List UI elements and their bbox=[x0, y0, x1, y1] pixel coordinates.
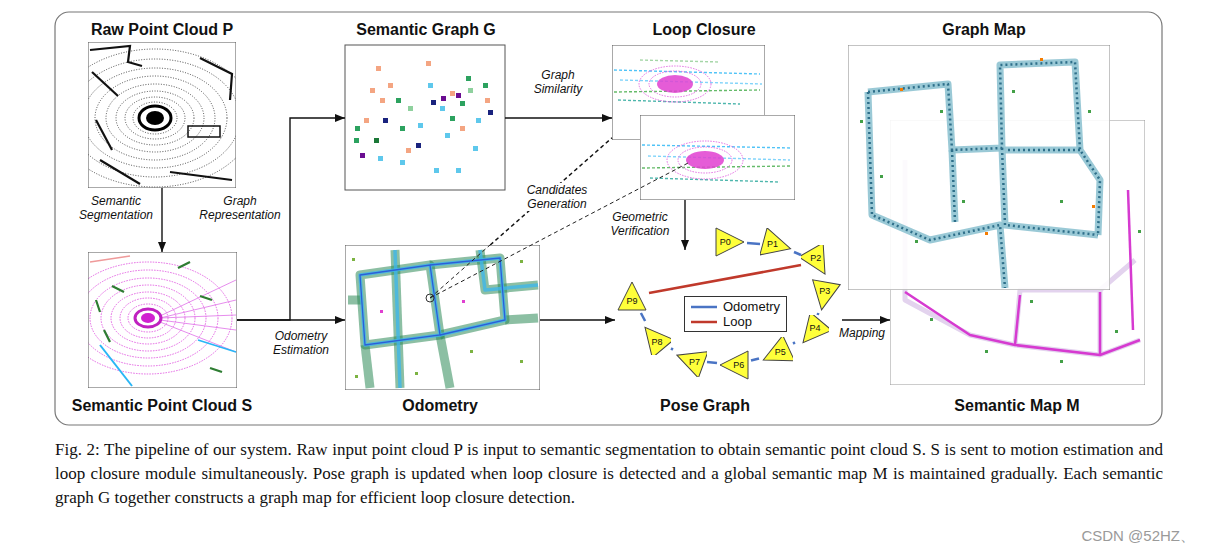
figure-caption: Fig. 2: The pipeline of our system. Raw … bbox=[55, 438, 1163, 510]
pose-label: P0 bbox=[720, 237, 731, 247]
flow-arrow bbox=[505, 117, 612, 118]
pose-label: P7 bbox=[689, 357, 700, 367]
image-panel: Semantic Map M bbox=[890, 120, 1145, 385]
flow-arrow bbox=[490, 138, 612, 245]
odometry-image bbox=[345, 245, 540, 390]
semantic-graph-image bbox=[345, 45, 505, 190]
image-panel: Raw Point Cloud P bbox=[88, 42, 236, 188]
pose-node: P1 bbox=[760, 228, 794, 262]
pose-triangle-shape bbox=[637, 321, 671, 355]
panel-title: Semantic Point Cloud S bbox=[72, 396, 252, 416]
pose-link bbox=[794, 252, 801, 255]
candidate-leader bbox=[430, 162, 690, 298]
loop-closure-image bbox=[640, 115, 795, 200]
pose-node: P4 bbox=[795, 315, 829, 349]
pose-triangle-shape bbox=[760, 228, 794, 262]
flow-arrow bbox=[842, 319, 890, 320]
raw-point-cloud-image bbox=[88, 42, 236, 188]
pose-link bbox=[649, 265, 801, 293]
legend-entry: Odometry bbox=[691, 299, 780, 314]
pose-triangle-shape bbox=[795, 315, 829, 349]
image-panel: Odometry bbox=[345, 245, 540, 390]
flow-arrow bbox=[161, 188, 162, 252]
pose-triangle-shape bbox=[673, 343, 707, 377]
edge-label: Mapping bbox=[837, 326, 887, 340]
pose-triangle-shape bbox=[716, 228, 744, 256]
pose-label: P3 bbox=[819, 286, 830, 296]
legend-entry: Loop bbox=[691, 314, 780, 329]
panel-title: Odometry bbox=[402, 396, 478, 416]
legend-line bbox=[691, 305, 717, 308]
panel-title: Semantic Map M bbox=[954, 396, 1079, 416]
edge-label: Odometry Estimation bbox=[269, 329, 333, 357]
semantic-point-cloud-image bbox=[88, 252, 237, 388]
pose-node: P6 bbox=[717, 348, 751, 382]
legend-line bbox=[691, 320, 717, 323]
pose-node: P9 bbox=[615, 279, 649, 313]
pose-triangle-shape bbox=[618, 282, 646, 310]
pose-label: P9 bbox=[626, 296, 637, 306]
flow-arrow bbox=[237, 319, 345, 320]
pose-link bbox=[671, 348, 673, 349]
pose-link bbox=[707, 362, 717, 363]
pose-link bbox=[793, 342, 795, 343]
pose-node: P0 bbox=[713, 225, 747, 259]
edge-label: Graph Similarity bbox=[527, 68, 589, 96]
pose-triangle-shape bbox=[720, 351, 748, 379]
legend-text: Loop bbox=[723, 314, 752, 329]
pose-triangle-shape bbox=[759, 337, 793, 371]
pose-link bbox=[747, 242, 760, 245]
edge-label: Candidates Generation bbox=[522, 183, 592, 211]
pose-triangle-shape bbox=[808, 280, 840, 312]
edge-label: Graph Representation bbox=[195, 194, 285, 222]
flow-arrow bbox=[684, 200, 685, 250]
pose-node: P2 bbox=[801, 245, 835, 279]
outer-frame bbox=[55, 12, 1162, 425]
pose-label: P1 bbox=[767, 239, 778, 249]
flow-arrow bbox=[540, 319, 615, 320]
pose-node: P3 bbox=[807, 279, 841, 313]
pose-node: P5 bbox=[759, 337, 793, 371]
image-panel: Loop Closure bbox=[612, 45, 795, 200]
panel-title: Semantic Graph G bbox=[356, 20, 496, 40]
legend-box: OdometryLoop bbox=[684, 296, 787, 332]
edge-label: Semantic Segmentation bbox=[76, 194, 156, 222]
pose-node: P8 bbox=[637, 321, 671, 355]
pose-link bbox=[816, 313, 819, 315]
legend-text: Odometry bbox=[723, 299, 780, 314]
pose-link bbox=[751, 359, 759, 361]
pose-label: P6 bbox=[733, 360, 744, 370]
pose-link bbox=[641, 313, 645, 321]
pose-triangle-shape bbox=[801, 245, 835, 279]
panel-title: Graph Map bbox=[942, 20, 1026, 40]
image-panel: Graph Map bbox=[848, 45, 1110, 290]
panel-title: Pose Graph bbox=[660, 396, 750, 416]
pose-label: P2 bbox=[810, 253, 821, 263]
image-panel: Semantic Graph G bbox=[345, 45, 505, 190]
pose-node: P7 bbox=[673, 343, 707, 377]
edge-label: Geometric Verification bbox=[607, 210, 673, 238]
graph-map-image bbox=[848, 45, 1110, 290]
legend-line-sample bbox=[691, 317, 717, 327]
panel-title: Raw Point Cloud P bbox=[91, 20, 233, 40]
panel-title: Loop Closure bbox=[652, 20, 755, 40]
watermark: CSDN @52HZ、 bbox=[1081, 527, 1195, 545]
image-panel: Semantic Point Cloud S bbox=[88, 252, 237, 388]
legend-line-sample bbox=[691, 302, 717, 312]
pose-label: P5 bbox=[775, 347, 786, 357]
pose-label: P8 bbox=[651, 337, 662, 347]
pose-label: P4 bbox=[809, 323, 820, 333]
